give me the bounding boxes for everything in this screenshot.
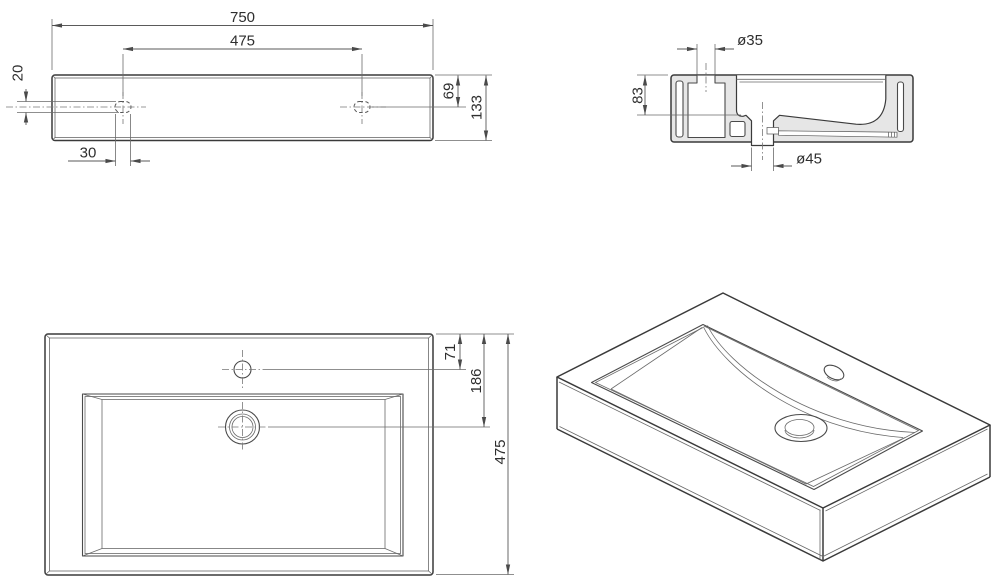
plan-view: 71 186 475 bbox=[44, 333, 514, 576]
section-right-slot bbox=[896, 81, 905, 133]
iso-vertical-edges bbox=[556, 377, 991, 561]
front-corner-chamfers bbox=[52, 75, 433, 141]
section-left-slot bbox=[675, 80, 684, 138]
section-underfloor-strip bbox=[778, 130, 898, 138]
basin-opening bbox=[81, 393, 404, 557]
dim-overall-depth: 475 bbox=[492, 439, 509, 464]
front-outline bbox=[51, 74, 434, 142]
section-centerlines bbox=[705, 63, 763, 160]
dim-slot-height: 20 bbox=[10, 65, 27, 82]
iso-edge-chamfers bbox=[558, 381, 988, 560]
dim-overall-width: 750 bbox=[230, 9, 255, 26]
section-view: ø35 83 ø45 bbox=[630, 32, 914, 171]
dim-basin-depth: 83 bbox=[630, 87, 647, 104]
iso-tap-depth-arc bbox=[826, 376, 841, 382]
dim-tap-from-back: 71 bbox=[442, 344, 459, 361]
iso-sweep-curve-b bbox=[707, 325, 916, 433]
front-extension-lines bbox=[17, 19, 492, 166]
iso-drain-hole bbox=[784, 419, 815, 436]
iso-sweep-curve-a bbox=[703, 327, 904, 438]
iso-drain-depth-arc bbox=[784, 429, 815, 439]
dim-drain-diameter: ø45 bbox=[796, 151, 822, 168]
section-strip-ticks bbox=[888, 132, 895, 138]
basin-corner-fillets bbox=[82, 393, 404, 557]
dim-drain-from-back: 186 bbox=[468, 368, 485, 393]
basin-floor bbox=[101, 399, 386, 549]
iso-bottom-chamfer bbox=[559, 426, 988, 557]
iso-top-face bbox=[556, 292, 991, 509]
section-square-recess bbox=[729, 120, 746, 138]
front-view: 750 475 20 30 69 133 bbox=[6, 9, 492, 166]
plan-centerlines bbox=[218, 350, 268, 452]
iso-floor-edges bbox=[610, 327, 906, 485]
plan-extension-lines bbox=[263, 333, 514, 575]
basin-opening-chamfer bbox=[84, 396, 401, 554]
iso-bottom-edges bbox=[556, 428, 991, 562]
isometric-view bbox=[556, 292, 991, 562]
plan-corner-chamfers bbox=[45, 334, 433, 575]
section-extension-lines bbox=[637, 44, 774, 171]
section-drain-notch bbox=[766, 127, 779, 135]
dim-hole-spacing: 475 bbox=[230, 33, 255, 50]
plan-outline bbox=[44, 333, 434, 576]
dim-overall-height: 133 bbox=[469, 95, 486, 120]
front-centerlines bbox=[6, 92, 386, 124]
iso-rim-chamfer bbox=[594, 326, 920, 487]
front-inner-edge bbox=[54, 77, 431, 138]
plan-inner-edge bbox=[49, 337, 429, 572]
dim-hole-offset: 69 bbox=[441, 83, 458, 100]
section-tap-cavity bbox=[687, 75, 726, 139]
iso-drain-ring bbox=[774, 413, 828, 443]
iso-tap-hole bbox=[823, 364, 845, 381]
iso-basin-rim bbox=[590, 323, 924, 491]
dim-tap-hole-diameter: ø35 bbox=[737, 32, 763, 49]
dim-slot-width: 30 bbox=[80, 145, 97, 162]
